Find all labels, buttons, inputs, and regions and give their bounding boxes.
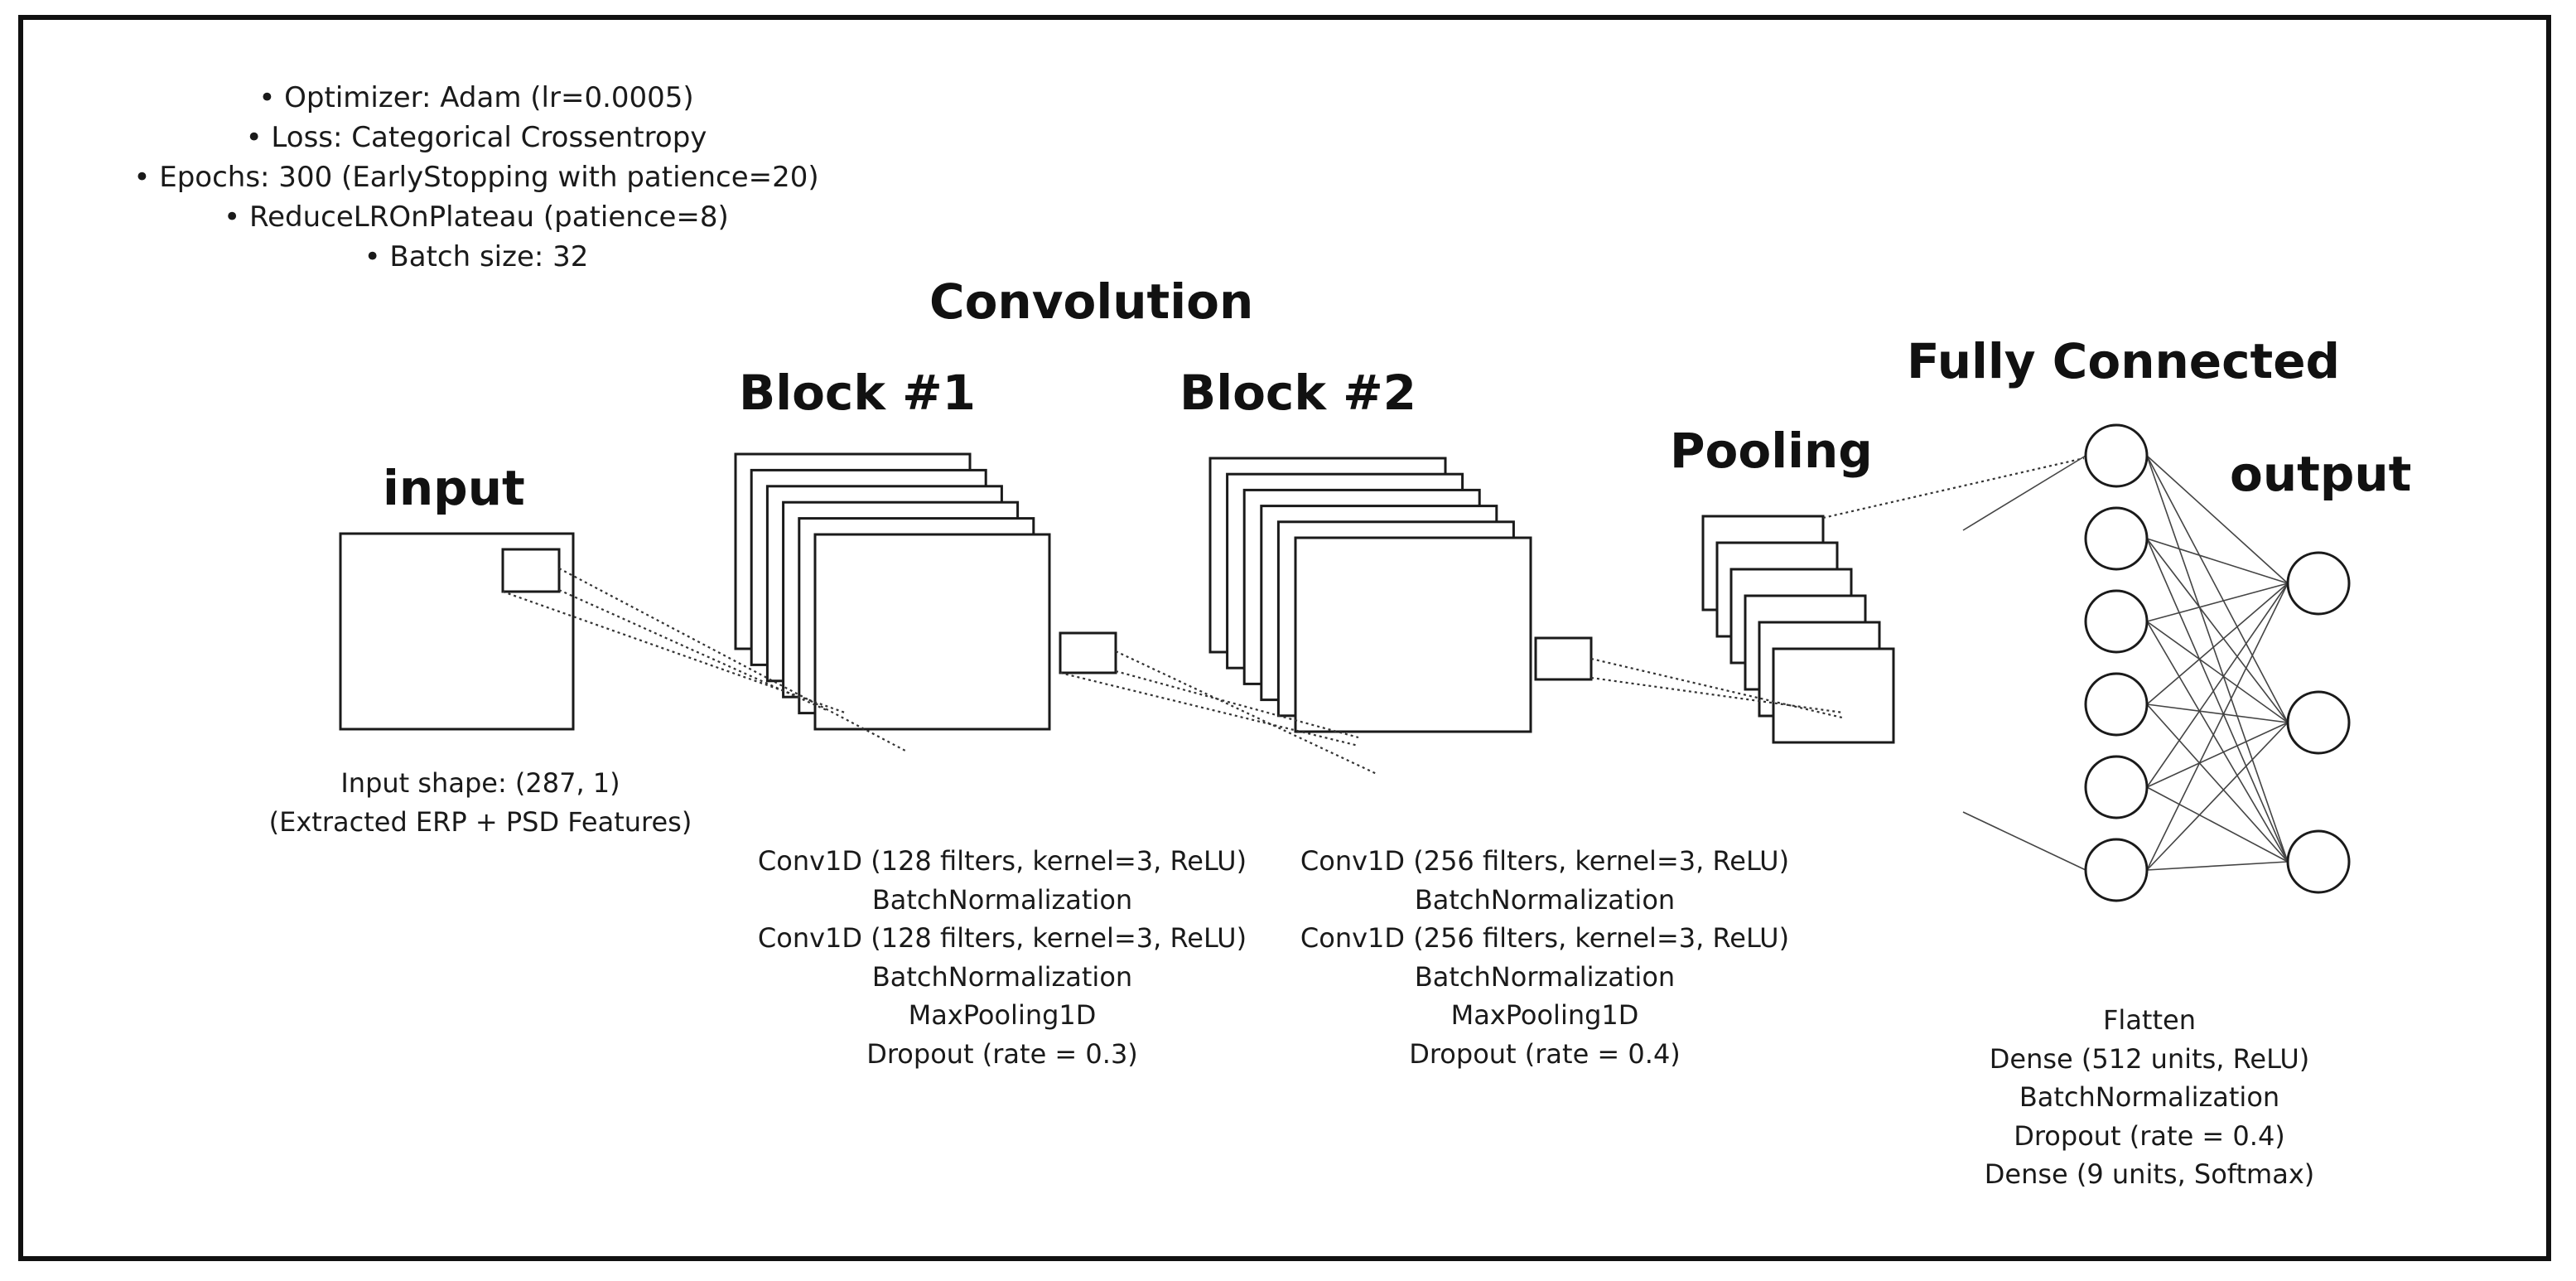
receptive-field-lines — [502, 457, 2085, 775]
dense-connection — [2146, 538, 2289, 863]
dense-connection — [2146, 455, 2289, 863]
output-neuron — [2286, 690, 2351, 755]
fc-line: Dropout (rate = 0.4) — [2014, 1119, 2285, 1152]
training-epochs: • Epochs: 300 (EarlyStopping with patien… — [133, 161, 819, 194]
input-kernel-patch — [501, 548, 561, 593]
dense-connection — [2146, 786, 2289, 863]
heading-fully-connected: Fully Connected — [1907, 333, 2341, 389]
heading-pooling: Pooling — [1670, 423, 1873, 479]
fc-line: Flatten — [2103, 1004, 2196, 1036]
block2-line: Conv1D (256 filters, kernel=3, ReLU) — [1300, 845, 1790, 877]
dense-connection — [2146, 582, 2289, 705]
connection-line — [1115, 650, 1377, 775]
converge-line — [1962, 811, 2086, 871]
block1-feature-map — [813, 533, 1051, 731]
block2-line: Dropout (rate = 0.4) — [1409, 1037, 1681, 1070]
block2-line: BatchNormalization — [1414, 960, 1676, 993]
dense-connection — [2146, 455, 2289, 723]
hidden-neuron — [2084, 755, 2149, 819]
fully-connected-network — [1962, 423, 2351, 902]
block1-kernel-patch — [1059, 631, 1117, 674]
hidden-neuron — [2084, 838, 2149, 902]
dense-connection — [2146, 621, 2289, 863]
training-loss: • Loss: Categorical Crossentropy — [245, 121, 707, 154]
fc-line: BatchNormalization — [2019, 1081, 2280, 1113]
fc-description: Flatten Dense (512 units, ReLU) BatchNor… — [1909, 1001, 2390, 1194]
block2-line: MaxPooling1D — [1450, 999, 1639, 1031]
block1-line: Conv1D (128 filters, kernel=3, ReLU) — [757, 922, 1247, 954]
connection-line — [502, 590, 846, 714]
training-batch-size: • Batch size: 32 — [364, 240, 589, 273]
block2-line: BatchNormalization — [1414, 883, 1676, 916]
block1-line: MaxPooling1D — [908, 999, 1097, 1031]
dense-connection — [2146, 538, 2289, 723]
input-shape-text: Input shape: (287, 1) — [340, 767, 620, 799]
connection-line — [1115, 670, 1359, 739]
dense-connection — [2146, 538, 2289, 584]
input-features-text: (Extracted ERP + PSD Features) — [268, 805, 692, 838]
block2-feature-map — [1294, 536, 1532, 733]
block1-description: Conv1D (128 filters, kernel=3, ReLU) Bat… — [729, 842, 1276, 1073]
input-layer — [339, 532, 575, 731]
dense-connection — [2146, 582, 2289, 788]
dense-connection — [2146, 861, 2289, 871]
fc-line: Dense (9 units, Softmax) — [1984, 1158, 2315, 1190]
dense-connection — [2146, 455, 2289, 584]
heading-block1: Block #1 — [739, 365, 977, 421]
pooling-map — [1772, 647, 1895, 744]
dense-connection — [2146, 703, 2289, 863]
output-neuron — [2286, 551, 2351, 616]
block1-line: BatchNormalization — [871, 960, 1133, 993]
block2-kernel-patch — [1534, 636, 1593, 681]
block2-description: Conv1D (256 filters, kernel=3, ReLU) Bat… — [1271, 842, 1818, 1073]
dense-connection — [2146, 582, 2289, 871]
block1-line: Dropout (rate = 0.3) — [866, 1037, 1138, 1070]
heading-output: output — [2230, 446, 2412, 502]
output-neuron — [2286, 829, 2351, 894]
heading-block2: Block #2 — [1179, 365, 1417, 421]
connection-line — [1590, 676, 1844, 714]
hidden-neuron — [2084, 423, 2149, 488]
training-reduce-lr: • ReduceLROnPlateau (patience=8) — [224, 201, 729, 234]
dense-connection — [2146, 703, 2289, 723]
connection-line — [1059, 671, 1359, 747]
hidden-neuron — [2084, 672, 2149, 737]
training-optimizer: • Optimizer: Adam (lr=0.0005) — [258, 81, 694, 114]
input-description: Input shape: (287, 1) (Extracted ERP + P… — [248, 764, 712, 841]
pooling-maps — [1701, 515, 1895, 744]
dense-connection — [2146, 722, 2289, 871]
fc-line: Dense (512 units, ReLU) — [1989, 1042, 2310, 1075]
block1-line: Conv1D (128 filters, kernel=3, ReLU) — [757, 845, 1247, 877]
dense-connection — [2146, 582, 2289, 622]
block2-feature-maps — [1208, 457, 1593, 733]
block2-line: Conv1D (256 filters, kernel=3, ReLU) — [1300, 922, 1790, 954]
hidden-neuron — [2084, 589, 2149, 654]
heading-input: input — [383, 460, 525, 516]
connection-line — [1822, 457, 2085, 520]
block1-feature-maps — [734, 452, 1117, 731]
dense-connection — [2146, 621, 2289, 723]
connection-line — [558, 568, 906, 752]
block1-line: BatchNormalization — [871, 883, 1133, 916]
heading-convolution: Convolution — [929, 273, 1254, 330]
dense-connection — [2146, 722, 2289, 788]
connection-line — [1590, 657, 1843, 719]
converge-line — [1962, 455, 2086, 531]
hidden-neuron — [2084, 506, 2149, 571]
